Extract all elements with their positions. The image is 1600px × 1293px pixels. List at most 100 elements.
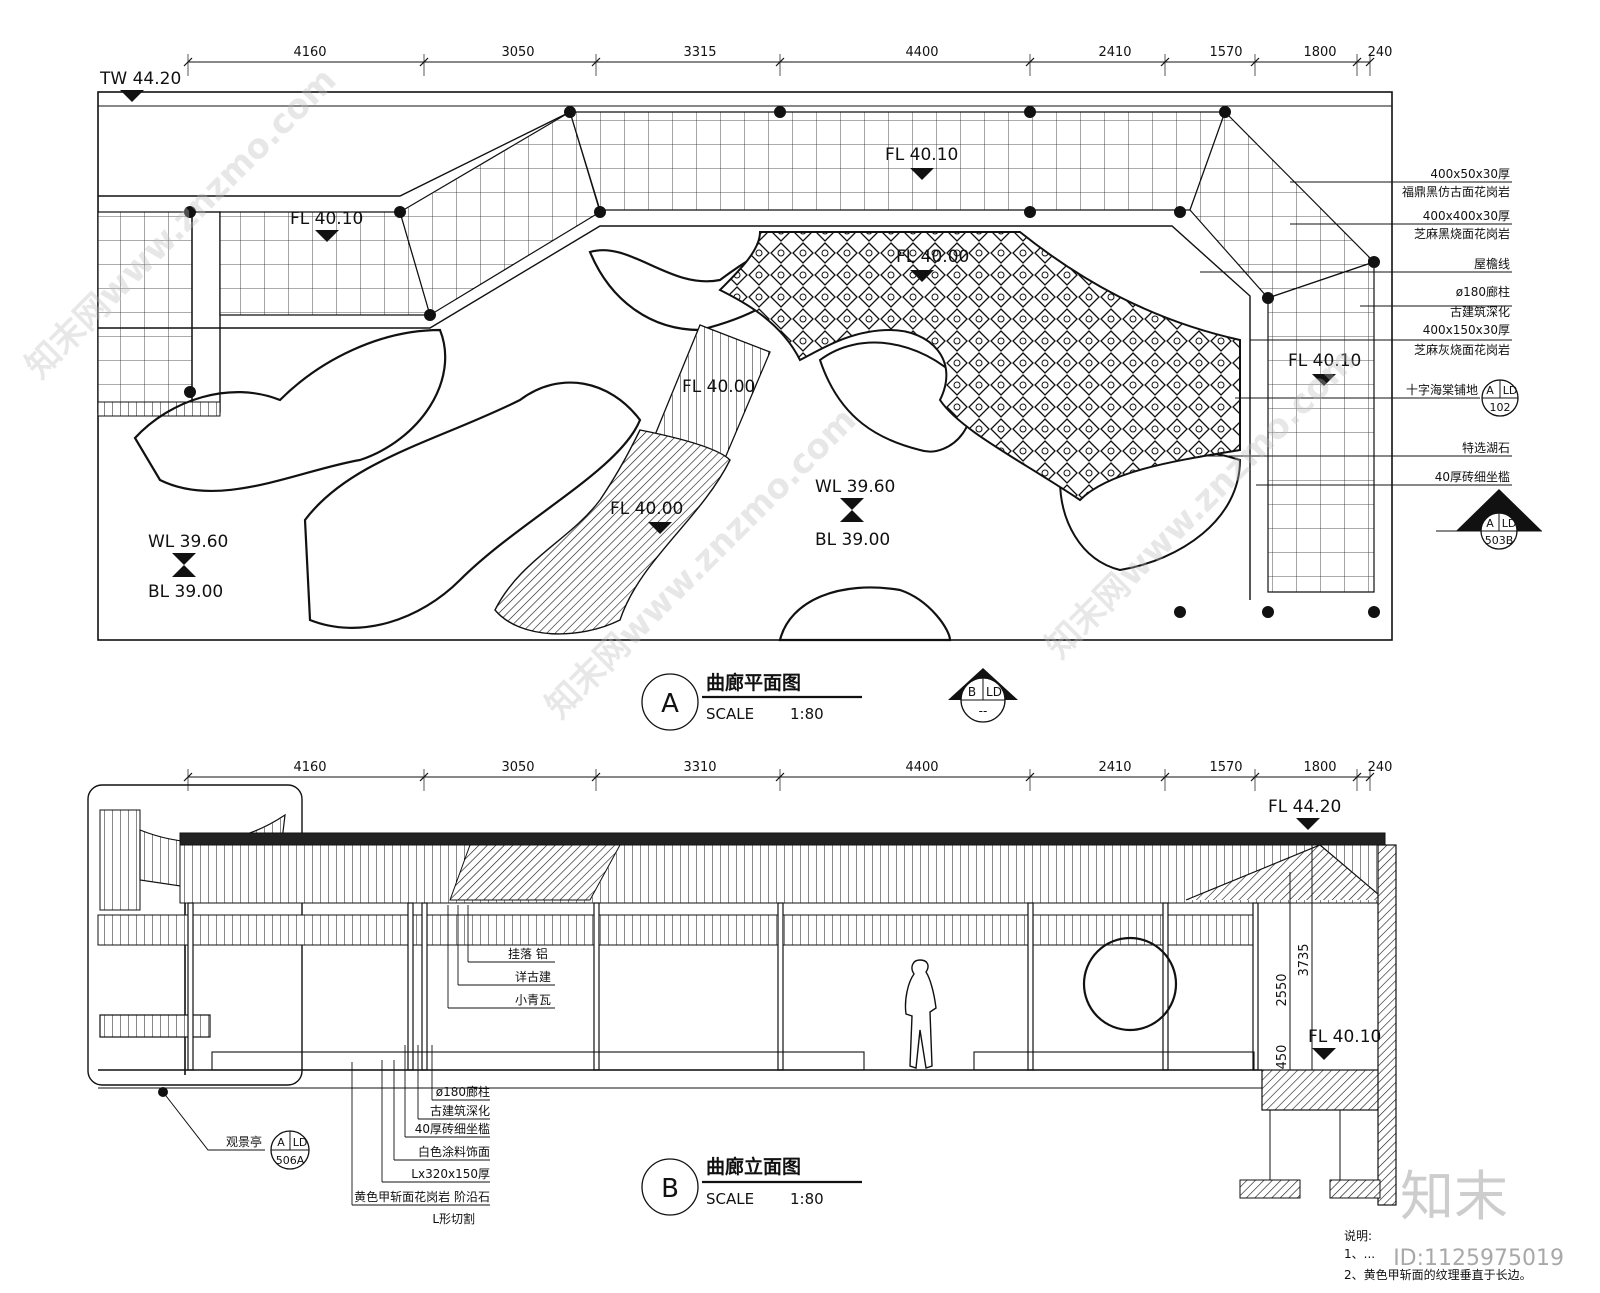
note-paint: 白色涂料饰面	[418, 1144, 490, 1159]
ann-6: ø180廊柱	[1456, 284, 1510, 299]
elev-column	[187, 902, 194, 1071]
drawing-notes: 说明: 1、... 2、黄色甲斩面的纹理垂直于长边。	[1344, 1228, 1532, 1282]
svg-text:--: --	[979, 704, 988, 718]
column-icon	[1174, 606, 1186, 618]
plan-scale-label: SCALE	[706, 705, 754, 723]
column-icon	[1262, 606, 1274, 618]
column-icon	[564, 106, 576, 118]
watermark-id: ID:1125975019	[1393, 1246, 1564, 1271]
plan-dim-6: 1570	[1209, 45, 1242, 60]
note-column: ø180廊柱	[436, 1084, 490, 1099]
elev-column	[1252, 902, 1259, 1071]
column-icon	[184, 386, 196, 398]
plan-fl-2: FL 40.10	[885, 145, 958, 165]
note-hangluo: 挂落 铝	[508, 946, 548, 961]
v-dim-3735: 3735	[1297, 943, 1312, 976]
svg-text:A: A	[1486, 517, 1494, 530]
svg-text:LD: LD	[1502, 517, 1517, 530]
column-icon	[1368, 256, 1380, 268]
elev-fl-top: FL 44.20	[1268, 797, 1341, 817]
plan-dim-8: 240	[1368, 45, 1393, 60]
plan-levels: FL 40.10 FL 40.10 FL 40.00 FL 40.10 FL 4…	[290, 145, 1361, 534]
column-icon	[1024, 106, 1036, 118]
ann-10: 十字海棠铺地	[1406, 382, 1478, 397]
wl-mid: WL 39.60	[815, 477, 895, 497]
plan-title-letter: A	[661, 689, 679, 719]
elev-moon-gate	[1082, 936, 1178, 1032]
elev-fl-floor: FL 40.10	[1308, 1027, 1381, 1047]
column-icon	[424, 309, 436, 321]
bl-mid: BL 39.00	[815, 530, 890, 550]
level-marker-icon	[315, 230, 339, 242]
elev-floor	[98, 844, 1397, 1206]
elev-dimensions: 4160 3050 3310 4400 2410 1570 1800 240	[293, 760, 1392, 775]
column-icon	[1262, 292, 1274, 304]
svg-text:503B: 503B	[1485, 534, 1514, 547]
svg-text:LD: LD	[293, 1136, 308, 1149]
ann-5: 屋檐线	[1474, 257, 1510, 271]
elev-title-block: B 曲廊立面图 SCALE 1:80	[641, 1155, 862, 1216]
note-seat: 40厚砖细坐槛	[415, 1121, 490, 1136]
svg-text:506A: 506A	[276, 1154, 305, 1167]
notes-heading: 说明:	[1344, 1228, 1372, 1243]
elev-dim-4: 4400	[905, 760, 938, 775]
level-marker-icon	[910, 168, 934, 180]
ann-4: 芝麻黑烧面花岗岩	[1414, 226, 1510, 241]
elev-scale-label: SCALE	[706, 1190, 754, 1208]
note-qingwa: 小青瓦	[515, 993, 551, 1007]
plan-tw-label: TW 44.20	[99, 69, 181, 89]
plan-bridge	[494, 324, 771, 635]
wl-left: WL 39.60	[148, 532, 228, 552]
note-cut: L形切割	[432, 1211, 475, 1226]
svg-text:LD: LD	[986, 685, 1002, 699]
column-icon	[1174, 206, 1186, 218]
ann-3: 400x400x30厚	[1423, 209, 1510, 223]
plan-annotations: 400x50x30厚 福鼎黑仿古面花岗岩 400x400x30厚 芝麻黑烧面花岗…	[1402, 167, 1510, 484]
plan-title: 曲廊平面图	[706, 671, 801, 694]
column-icon	[774, 106, 786, 118]
plan-water-level-left: WL 39.60 BL 39.00	[148, 532, 228, 602]
ann-9: 芝麻灰烧面花岗岩	[1414, 342, 1510, 357]
v-dim-2550: 2550	[1275, 973, 1290, 1006]
elev-column	[777, 902, 784, 1071]
level-marker-icon	[1296, 818, 1320, 830]
level-marker-icon	[1312, 1048, 1336, 1060]
notes-line2: 2、黄色甲斩面的纹理垂直于长边。	[1344, 1267, 1532, 1282]
elev-bottom-notes: ø180廊柱 古建筑深化 40厚砖细坐槛 白色涂料饰面 Lx320x150厚 黄…	[354, 1084, 490, 1226]
elev-column	[1027, 902, 1034, 1071]
plan-dim-5: 2410	[1098, 45, 1131, 60]
water-level-icon	[172, 553, 196, 577]
elev-dim-2: 3050	[501, 760, 534, 775]
level-marker-icon	[910, 270, 934, 282]
plan-fl-3: FL 40.00	[682, 377, 755, 397]
plan-corridor	[98, 110, 1376, 600]
note-size: Lx320x150厚	[411, 1167, 490, 1181]
elev-dim-6: 1570	[1209, 760, 1242, 775]
elev-dim-5: 2410	[1098, 760, 1131, 775]
svg-text:A: A	[1486, 384, 1494, 397]
elev-column	[407, 902, 414, 1071]
elev-roof	[97, 832, 1386, 946]
level-marker-icon	[120, 90, 144, 102]
plan-dim-7: 1800	[1303, 45, 1336, 60]
elev-scale-value: 1:80	[790, 1190, 824, 1208]
note-gujian2: 古建筑深化	[430, 1103, 490, 1118]
plan-dimension-line	[183, 54, 1375, 76]
plan-fl-5: FL 40.00	[896, 247, 969, 267]
ann-7: 古建筑深化	[1450, 304, 1510, 319]
watermark-brand: 知末	[1400, 1165, 1508, 1228]
plan-fl-6: FL 40.00	[610, 499, 683, 519]
plan-haitang-paving	[718, 231, 1241, 502]
detail-ref-503b: A LD 503B	[1456, 489, 1542, 550]
elev-dim-1: 4160	[293, 760, 326, 775]
note-granite: 黄色甲斩面花岗岩 阶沿石	[354, 1189, 490, 1204]
elev-column	[1162, 902, 1169, 1071]
elev-dim-7: 1800	[1303, 760, 1336, 775]
elev-column	[421, 902, 428, 1071]
column-icon	[1368, 606, 1380, 618]
ann-2: 福鼎黑仿古面花岗岩	[1402, 184, 1510, 199]
svg-text:102: 102	[1490, 401, 1511, 414]
plan-columns	[184, 106, 1380, 618]
ann-12: 40厚砖细坐槛	[1435, 469, 1510, 484]
elev-levels: FL 44.20 FL 40.10	[1268, 797, 1381, 1060]
